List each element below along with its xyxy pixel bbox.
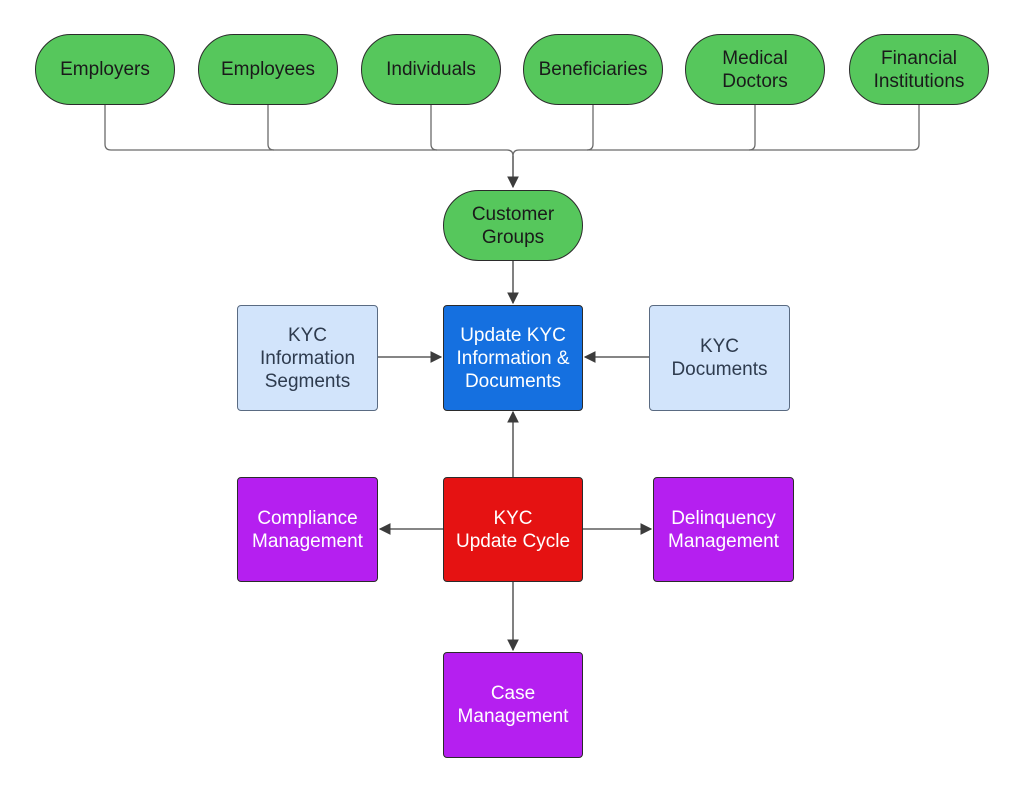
node-label-line-3: Segments (264, 370, 351, 392)
node-label: Individuals (386, 59, 476, 80)
node-label-line-1: Medical (722, 47, 788, 69)
node-label-line-1: Case (490, 683, 536, 704)
node-label: Employees (221, 59, 315, 80)
node-label-line-2: Information & (456, 347, 570, 369)
node-label-line-3: Documents (464, 370, 562, 392)
node-label-line-2: Doctors (722, 70, 788, 92)
node-customer-groups[interactable]: Customer Groups (443, 190, 583, 261)
node-label: Beneficiaries (538, 59, 648, 80)
node-label-line-1: KYC (699, 336, 740, 357)
node-label-line-2: Update Cycle (455, 530, 571, 552)
node-label-line-1: Customer (471, 203, 555, 225)
node-individuals[interactable]: Individuals (361, 34, 501, 105)
node-kyc-documents[interactable]: KYC Documents (649, 305, 790, 411)
node-employers[interactable]: Employers (35, 34, 175, 105)
node-kyc-update-cycle[interactable]: KYC Update Cycle (443, 477, 583, 582)
node-label-line-2: Management (457, 706, 569, 727)
node-label-line-1: Financial (880, 47, 958, 69)
node-financial-institutions[interactable]: Financial Institutions (849, 34, 989, 105)
node-label-line-2: Institutions (873, 70, 965, 92)
node-case-management[interactable]: Case Management (443, 652, 583, 758)
node-label-line-1: Delinquency (671, 507, 776, 529)
node-update-kyc-information-documents[interactable]: Update KYC Information & Documents (443, 305, 583, 411)
node-employees[interactable]: Employees (198, 34, 338, 105)
node-kyc-information-segments[interactable]: KYC Information Segments (237, 305, 378, 411)
node-label-line-1: KYC (287, 324, 328, 346)
node-label-line-2: Documents (671, 359, 768, 380)
node-label-line-2: Management (252, 530, 363, 552)
node-medical-doctors[interactable]: Medical Doctors (685, 34, 825, 105)
node-label-line-2: Management (668, 530, 779, 552)
node-compliance-management[interactable]: Compliance Management (237, 477, 378, 582)
node-label-line-1: KYC (493, 507, 533, 529)
node-beneficiaries[interactable]: Beneficiaries (523, 34, 663, 105)
node-label-line-1: Compliance (257, 507, 358, 529)
node-label-line-1: Update KYC (460, 324, 566, 346)
node-label: Employers (60, 59, 150, 80)
node-delinquency-management[interactable]: Delinquency Management (653, 477, 794, 582)
stakeholder-merge-lines (104, 104, 920, 157)
node-label-line-2: Information (259, 347, 356, 369)
node-label-line-2: Groups (481, 226, 545, 248)
